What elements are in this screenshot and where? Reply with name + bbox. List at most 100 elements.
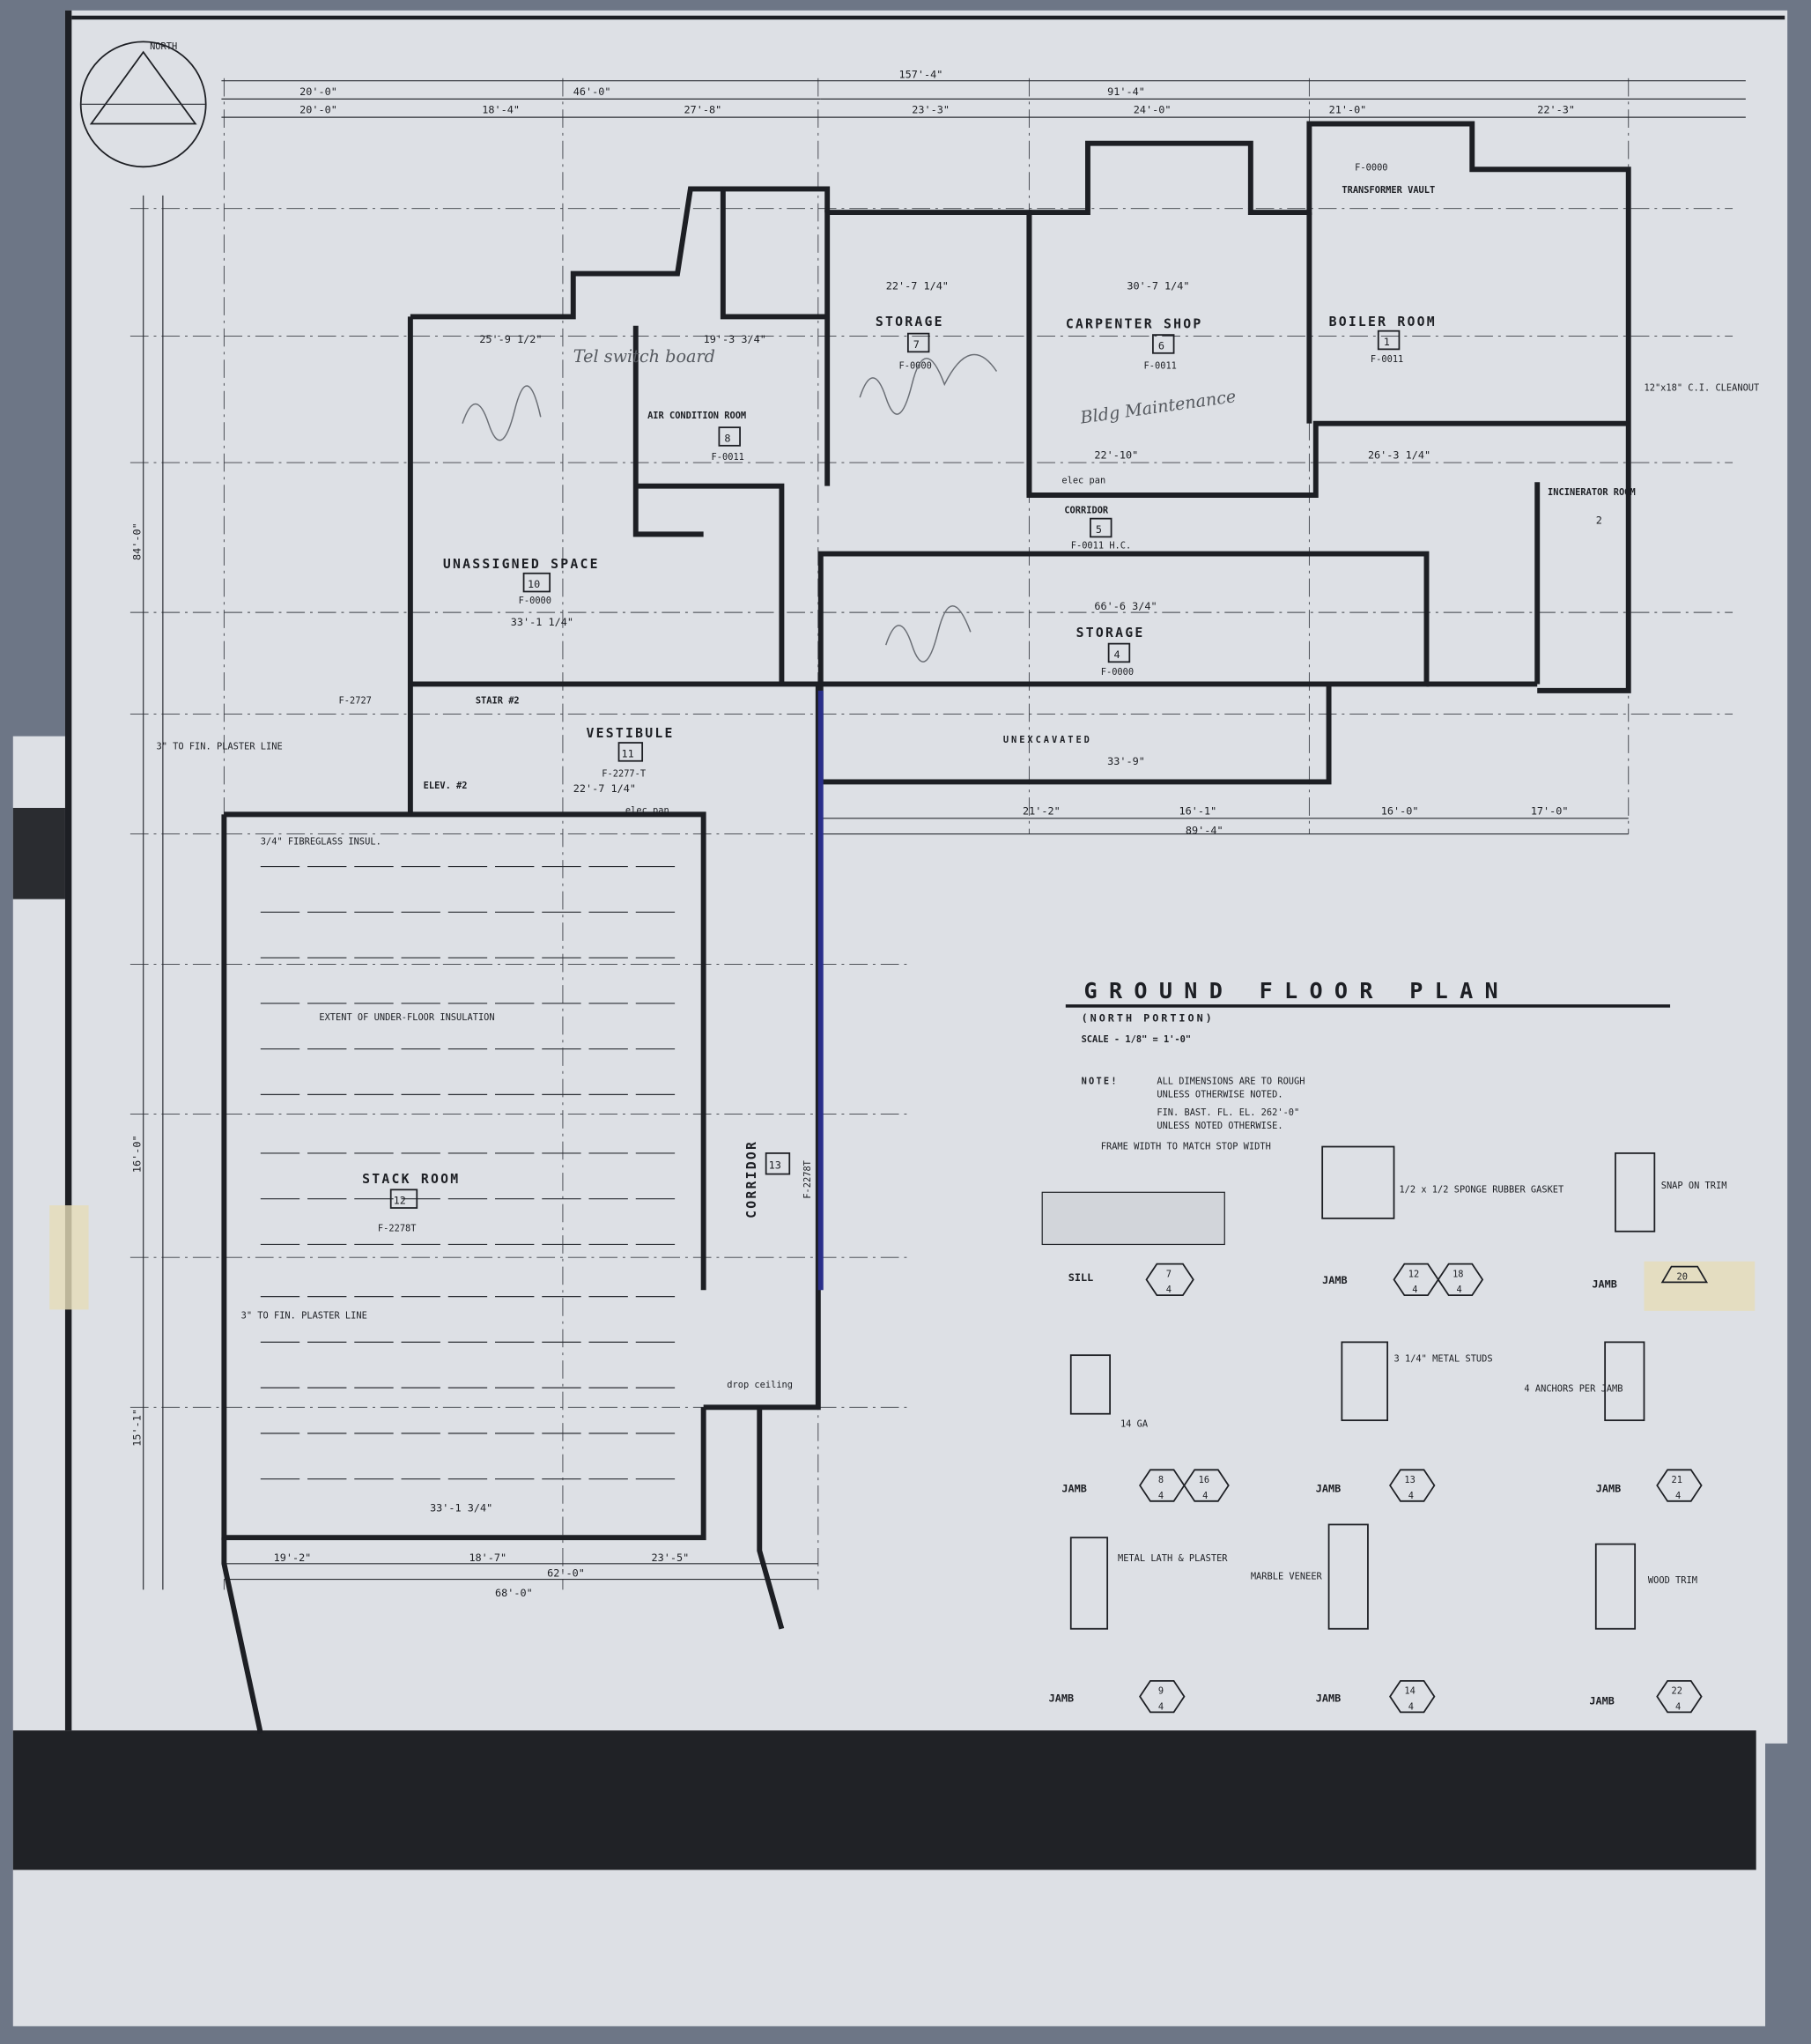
- detail-label: JAMB: [1049, 1692, 1075, 1705]
- note-label: NOTE!: [1082, 1077, 1119, 1087]
- detail-ref: 14: [1404, 1686, 1415, 1697]
- note-line: ALL DIMENSIONS ARE TO ROUGH: [1157, 1077, 1305, 1087]
- plan-subtitle: (NORTH PORTION): [1082, 1012, 1215, 1025]
- dim: 91'-4": [1107, 85, 1145, 98]
- note-drop-ceiling: drop ceiling: [727, 1380, 793, 1390]
- room-number: 6: [1158, 339, 1164, 352]
- detail-ref: 4: [1675, 1491, 1681, 1501]
- room-unassigned-space-10: UNASSIGNED SPACE 10 F-0000 33'-1 1/4": [443, 557, 600, 628]
- detail-ref: 13: [1404, 1475, 1415, 1485]
- room-storage-7: STORAGE 7 F-0000: [876, 315, 944, 372]
- note-line: UNLESS OTHERWISE NOTED.: [1157, 1089, 1282, 1100]
- detail-ref: 4: [1412, 1285, 1417, 1295]
- detail-note: WOOD TRIM: [1648, 1575, 1697, 1586]
- detail-jamb-14: MARBLE VENEER JAMB 14 4: [1251, 1523, 1436, 1714]
- room-name: STORAGE: [876, 315, 944, 330]
- detail-ref: 12: [1408, 1269, 1419, 1279]
- dim: 19'-2": [274, 1552, 312, 1564]
- dim: 20'-0": [299, 104, 337, 116]
- detail-ref: 4: [1408, 1491, 1414, 1501]
- detail-ref: 16: [1199, 1475, 1209, 1485]
- dim: 16'-1": [1179, 804, 1216, 817]
- detail-ref: 4: [1675, 1701, 1681, 1712]
- dim: 15'-1": [131, 1409, 144, 1447]
- north-arrow-icon: [79, 41, 207, 168]
- dim: 22'-3": [1537, 104, 1575, 116]
- room-name: CORRIDOR: [744, 1140, 759, 1218]
- room-code: F-0011: [1144, 361, 1177, 372]
- dim: 23'-3": [912, 104, 950, 116]
- dim: 22'-7 1/4": [573, 782, 636, 795]
- note-plaster-line: 3" TO FIN. PLASTER LINE: [241, 1311, 367, 1322]
- room-name: BOILER ROOM: [1329, 315, 1437, 330]
- room-code: F-0000: [1355, 163, 1387, 174]
- room-transformer-vault: TRANSFORMER VAULT: [1342, 185, 1435, 196]
- detail-ref: 4: [1158, 1491, 1164, 1501]
- room-number: 13: [769, 1159, 781, 1172]
- dim: 26'-3 1/4": [1368, 449, 1430, 462]
- detail-jamb-9: METAL LATH & PLASTER JAMB 9 4: [1049, 1537, 1228, 1714]
- room-name: AIR CONDITION ROOM: [647, 411, 746, 421]
- detail-ref: 21: [1672, 1475, 1682, 1485]
- handwritten-tel-switchboard: Tel switch board: [573, 346, 715, 367]
- room-number: 5: [1096, 523, 1102, 536]
- note-line: UNLESS NOTED OTHERWISE.: [1157, 1121, 1282, 1131]
- room-number: 12: [394, 1195, 406, 1207]
- dim: 22'-7 1/4": [886, 279, 949, 292]
- room-storage-4: STORAGE 4 F-0000: [1076, 626, 1143, 678]
- detail-ref: 18: [1452, 1269, 1463, 1279]
- dim: 33'-1 3/4": [430, 1502, 492, 1514]
- detail-ref: 7: [1166, 1269, 1172, 1279]
- room-corridor-13: CORRIDOR 13 F-2278T: [744, 1140, 813, 1218]
- handwritten-signature: [462, 353, 998, 663]
- room-code: F-2727: [339, 696, 372, 707]
- room-number: 8: [724, 432, 730, 444]
- detail-jamb-13: 3 1/4" METAL STUDS JAMB 13 4: [1316, 1341, 1493, 1502]
- dim: 46'-0": [573, 85, 611, 98]
- dim: 24'-0": [1134, 104, 1172, 116]
- room-name: CARPENTER SHOP: [1066, 317, 1203, 332]
- dim: 19'-3 3/4": [704, 333, 766, 345]
- detail-label: JAMB: [1589, 1695, 1615, 1707]
- room-number: 2: [1596, 515, 1602, 527]
- dim: 62'-0": [547, 1567, 585, 1580]
- detail-ref: 4: [1408, 1701, 1414, 1712]
- detail-ref: 20: [1676, 1271, 1687, 1282]
- dim-south-total: 89'-4": [1186, 825, 1223, 837]
- detail-label: JAMB: [1596, 1482, 1622, 1494]
- room-corridor-5: CORRIDOR 5 F-0011 H.C.: [1064, 506, 1131, 552]
- dim: 30'-7 1/4": [1127, 279, 1189, 292]
- detail-note: METAL LATH & PLASTER: [1118, 1553, 1228, 1564]
- room-code: F-2277-T: [602, 768, 646, 779]
- detail-ref: 9: [1158, 1686, 1164, 1697]
- detail-label: SILL: [1068, 1271, 1094, 1284]
- room-name: CORRIDOR: [1064, 506, 1109, 516]
- detail-label: JAMB: [1316, 1692, 1342, 1705]
- dim: 18'-4": [482, 104, 520, 116]
- detail-note: 1/2 x 1/2 SPONGE RUBBER GASKET: [1399, 1184, 1563, 1195]
- room-incinerator: INCINERATOR ROOM: [1548, 487, 1636, 498]
- room-code: F-0011: [712, 452, 744, 463]
- room-name: VESTIBULE: [587, 726, 675, 741]
- detail-note: SNAP ON TRIM: [1661, 1181, 1727, 1191]
- dim: 33'-9": [1107, 755, 1145, 767]
- room-air-condition-8: AIR CONDITION ROOM 8 F-0011: [647, 411, 746, 463]
- detail-ref: 4: [1158, 1701, 1164, 1712]
- dim: 16'-0": [131, 1135, 144, 1173]
- room-name: UNASSIGNED SPACE: [443, 557, 600, 572]
- room-stack-room-12: STACK ROOM 12 F-2278T: [362, 1172, 458, 1234]
- detail-jamb-22: WOOD TRIM JAMB 22 4: [1589, 1543, 1703, 1714]
- note-insulation: EXTENT OF UNDER-FLOOR INSULATION: [319, 1012, 494, 1023]
- dim-overall-top: 157'-4": [899, 69, 943, 81]
- detail-ref: 4: [1166, 1285, 1172, 1295]
- room-number: 4: [1114, 648, 1120, 661]
- left-edge-dark: [12, 807, 65, 900]
- dim: 66'-6 3/4": [1094, 600, 1157, 612]
- room-number: 11: [621, 747, 633, 759]
- dim: 33'-1 1/4": [511, 616, 573, 628]
- dimension-lines: [143, 80, 1746, 1590]
- note-elec-pan: elec pan: [625, 805, 669, 816]
- dim: 21'-0": [1329, 104, 1367, 116]
- north-label: NORTH: [150, 41, 177, 52]
